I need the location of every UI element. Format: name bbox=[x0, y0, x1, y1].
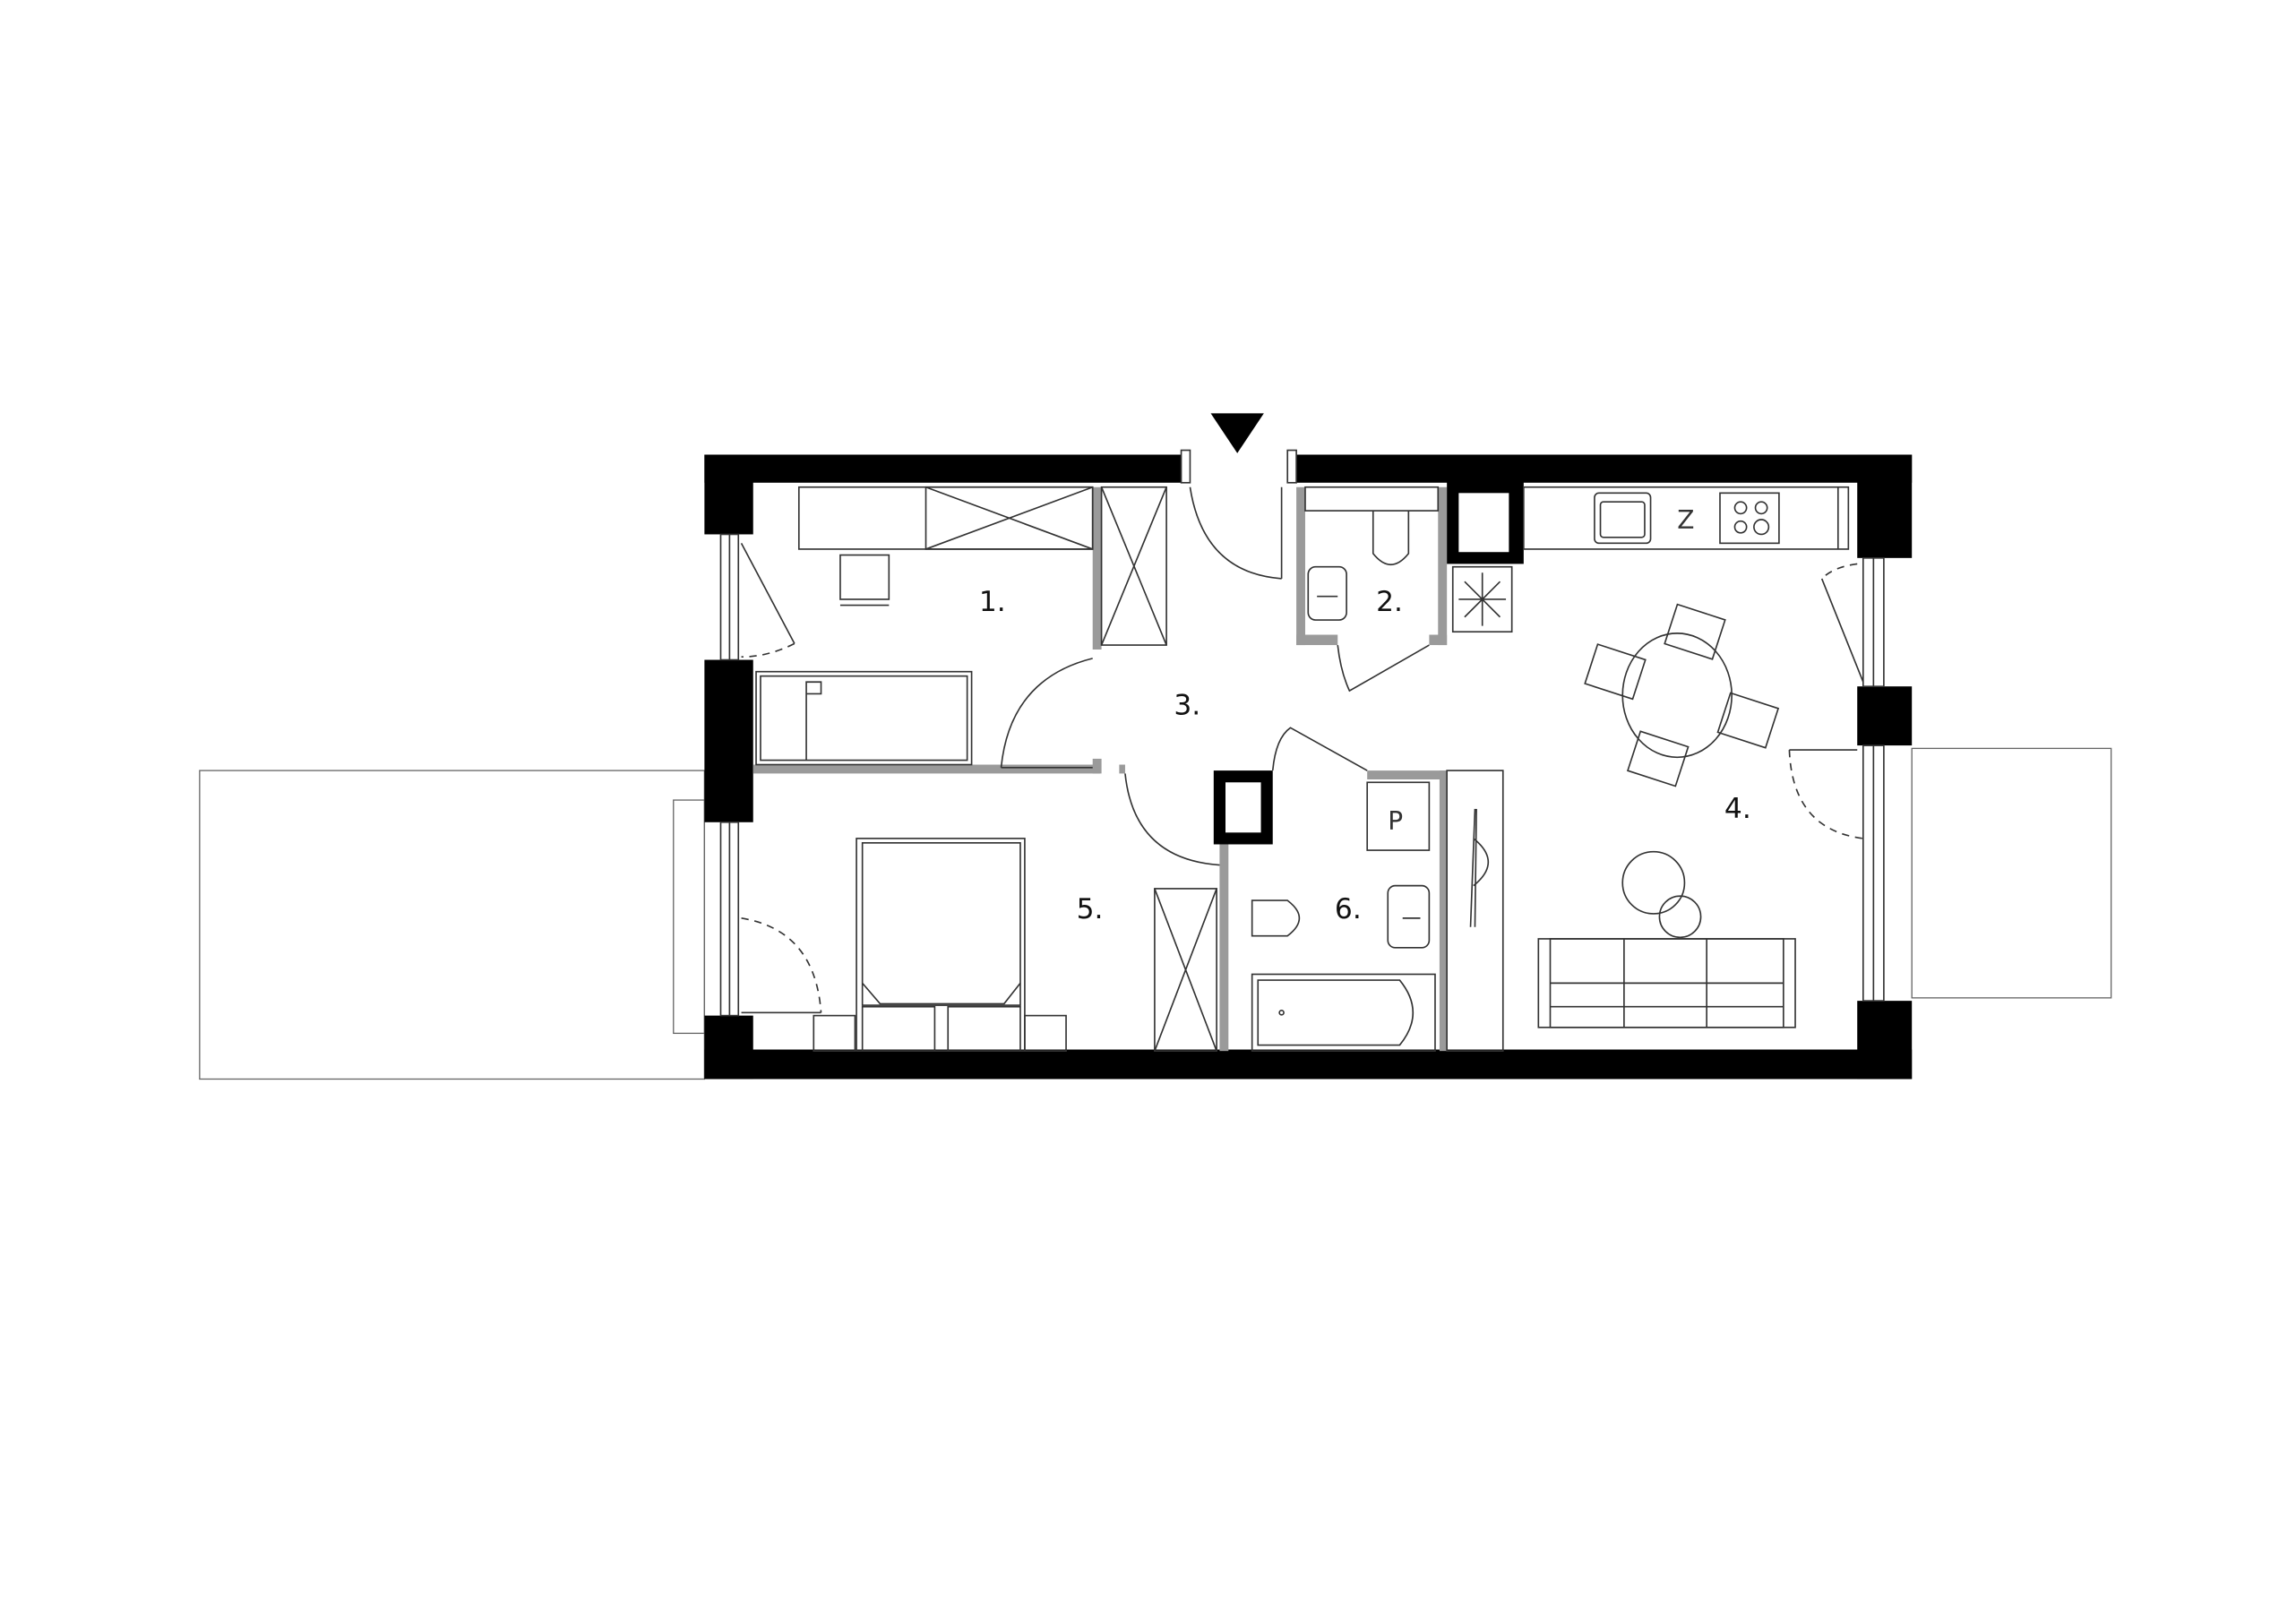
balcony-right bbox=[1911, 747, 2112, 999]
window-swings bbox=[740, 542, 1864, 1014]
windows bbox=[719, 533, 1885, 1017]
sofa-and-tables bbox=[1537, 850, 1796, 1028]
room2-fixtures bbox=[1304, 486, 1513, 633]
room1-furniture bbox=[755, 486, 1167, 766]
exterior-walls bbox=[704, 449, 1913, 1080]
terrace-left bbox=[199, 770, 706, 1080]
room-label-4: 4. bbox=[1724, 793, 1751, 825]
room-label-1: 1. bbox=[979, 586, 1006, 618]
room5-furniture bbox=[813, 838, 1217, 1052]
fridge-label: Z bbox=[1677, 505, 1694, 535]
interior-partitions bbox=[752, 481, 1524, 1052]
dining-set bbox=[1584, 603, 1780, 787]
room-label-2: 2. bbox=[1376, 586, 1403, 618]
doors bbox=[1000, 486, 1430, 866]
washer-label: P bbox=[1388, 806, 1403, 836]
terrace-planter bbox=[673, 799, 706, 1035]
entrance-triangle-icon bbox=[1210, 413, 1264, 453]
room6-fixtures bbox=[1251, 770, 1504, 1052]
room-label-3: 3. bbox=[1174, 689, 1200, 721]
room-label-5: 5. bbox=[1077, 893, 1104, 925]
room-label-6: 6. bbox=[1335, 893, 1362, 925]
kitchen-counter bbox=[1523, 486, 1850, 550]
